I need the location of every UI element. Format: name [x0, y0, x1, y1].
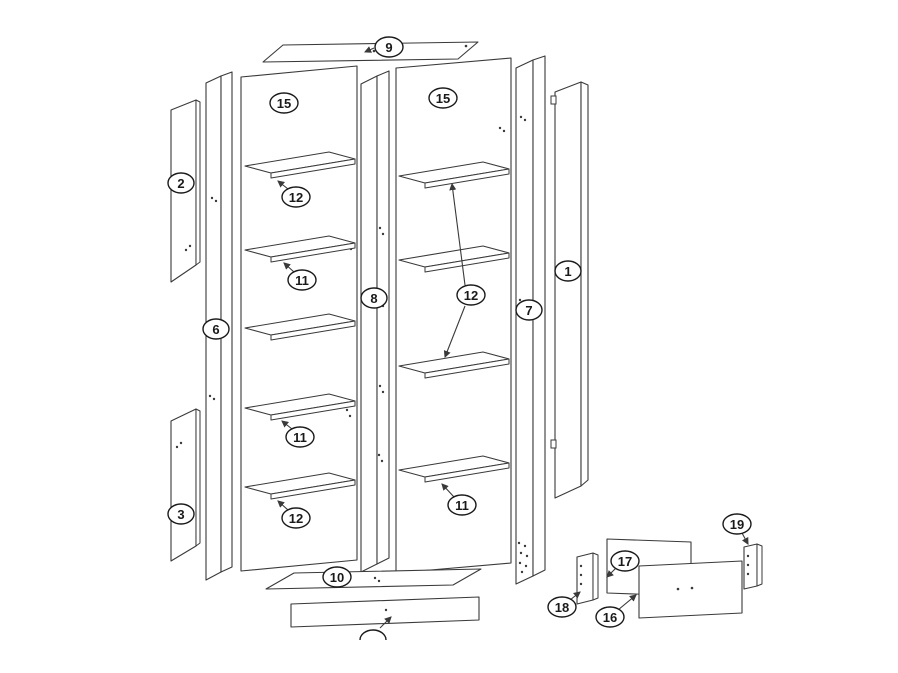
part-center-divider — [360, 70, 390, 573]
part-shelf — [244, 393, 356, 421]
callout-label: 18 — [555, 600, 569, 615]
callout-17: 17 — [606, 550, 640, 578]
callout-label: 11 — [455, 498, 469, 513]
part-shelf — [244, 472, 356, 500]
part-left-door-lower — [170, 408, 201, 562]
callout-label: 15 — [277, 96, 291, 111]
callout-label: 7 — [525, 303, 532, 318]
part-shelf — [244, 151, 356, 179]
callout-label: 19 — [730, 517, 744, 532]
callout-10: 10 — [322, 566, 352, 588]
part-right-side-panel — [515, 55, 546, 585]
callout-label: 2 — [177, 176, 184, 191]
callout-label: 10 — [330, 570, 344, 585]
callout-8: 8 — [360, 287, 388, 309]
callout-12-left-top: 12 — [277, 180, 311, 208]
part-shelf — [398, 161, 510, 189]
callout-11-left-lower: 11 — [281, 420, 315, 448]
callout-16: 16 — [595, 594, 637, 628]
callout-label: 6 — [212, 322, 219, 337]
part-shelf — [398, 455, 510, 483]
callout-11-right: 11 — [441, 483, 477, 516]
callout-partial — [359, 616, 392, 641]
part-shelf — [398, 245, 510, 273]
callout-label: 12 — [289, 511, 303, 526]
callout-2: 2 — [167, 172, 195, 194]
callout-12-right: 12 — [443, 182, 486, 358]
part-plinth — [290, 596, 480, 628]
callout-label: 8 — [370, 291, 377, 306]
callout-11-left-upper: 11 — [283, 262, 317, 291]
callout-label: 16 — [603, 610, 617, 625]
part-shelf — [244, 313, 356, 341]
callout-7: 7 — [515, 299, 543, 321]
callout-label: 1 — [564, 264, 571, 279]
callout-label: 12 — [289, 190, 303, 205]
callout-label: 15 — [436, 91, 450, 106]
part-top-panel — [262, 41, 479, 63]
part-right-door — [550, 81, 589, 499]
callout-label: 11 — [293, 430, 307, 445]
callout-label: 3 — [177, 507, 184, 522]
callout-19: 19 — [722, 513, 752, 545]
callout-label: 11 — [295, 273, 309, 288]
part-drawer-side-right — [743, 543, 763, 590]
part-bottom-panel — [265, 568, 482, 590]
callout-1: 1 — [554, 260, 582, 282]
callout-6: 6 — [202, 318, 230, 340]
part-drawer-front — [638, 560, 743, 619]
part-shelf — [244, 235, 356, 263]
callout-3: 3 — [167, 503, 195, 525]
callout-label: 9 — [385, 40, 392, 55]
part-drawer-side-left — [576, 552, 599, 605]
callout-9: 9 — [364, 36, 404, 58]
callout-12-left-bottom: 12 — [277, 500, 311, 529]
callout-label: 17 — [618, 554, 632, 569]
callout-label: 12 — [464, 288, 478, 303]
callout-15-right: 15 — [428, 87, 458, 109]
part-shelf — [398, 351, 510, 379]
callout-15-left: 15 — [269, 92, 299, 114]
callout-18: 18 — [547, 591, 581, 618]
